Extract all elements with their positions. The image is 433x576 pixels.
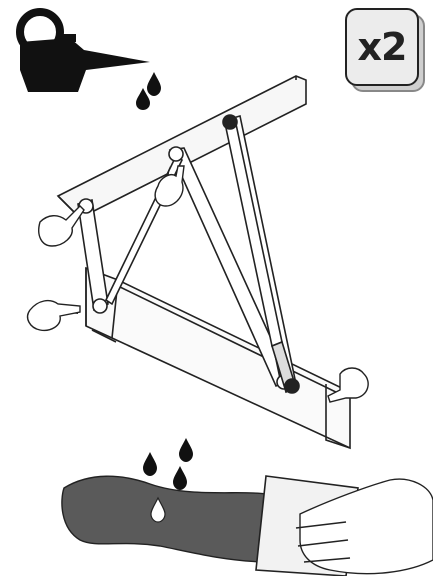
wall-box [85, 266, 351, 450]
pointing-hand-icon [26, 165, 369, 403]
quantity-label: x2 [357, 25, 408, 69]
watering-can-icon [16, 8, 150, 92]
gas-strut [222, 114, 300, 394]
badge-face: x2 [345, 8, 419, 86]
oil-drop-icon [143, 438, 193, 490]
grease-smear [61, 475, 267, 563]
quantity-badge: x2 [345, 8, 425, 92]
oil-drop-icon [136, 72, 161, 110]
